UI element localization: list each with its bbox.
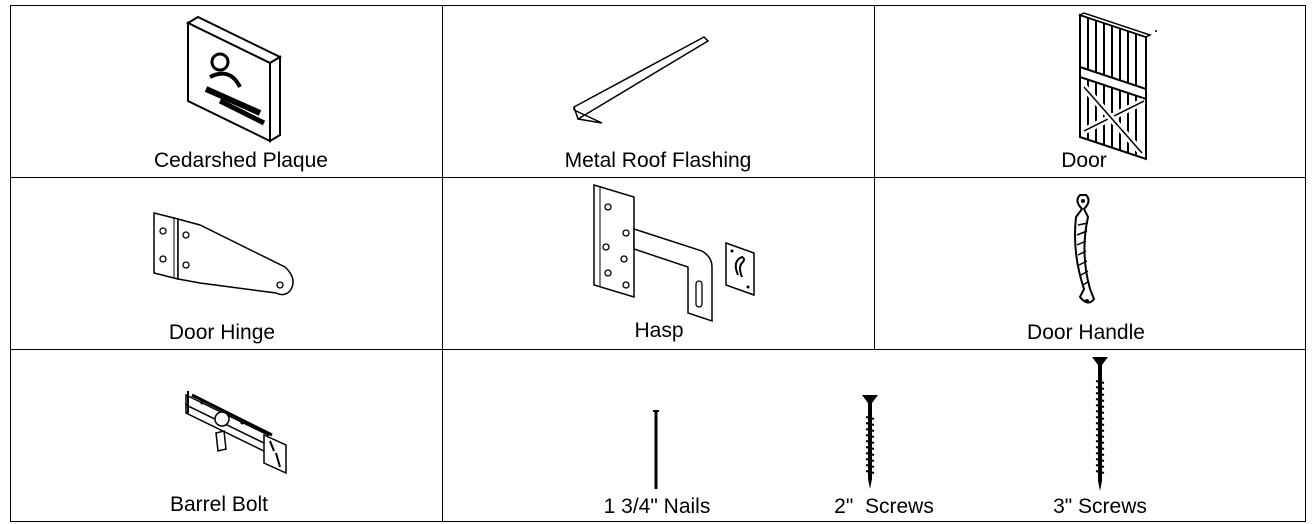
barrel-bolt-icon [185,391,287,475]
part-label: Door Handle [1027,321,1145,344]
door-handle-icon [1074,194,1096,304]
cell-hasp: Hasp [442,177,874,349]
screw-icon [862,395,878,489]
cell-flashing: Metal Roof Flashing [442,5,874,177]
roof-flashing-icon [573,36,710,124]
cell-plaque: Cedarshed Plaque [10,5,442,177]
cell-fasteners: 1 3/4" Nails 2" Screws 3" Screws [442,349,1306,521]
part-label: Door [1061,149,1107,172]
part-label: Door Hinge [168,321,276,344]
row-divider [11,349,1305,350]
hasp-icon [593,183,755,323]
screw-icon [1092,357,1108,491]
cell-bolt: Barrel Bolt [10,349,442,521]
column-divider [442,6,443,521]
part-label: 1 3/4" Nails [603,495,711,518]
part-label: 3" Screws [1053,495,1147,518]
cell-hinge: Door Hinge [10,177,442,349]
part-label: Hasp [634,319,684,342]
part-label: Barrel Bolt [169,493,269,516]
part-label: Metal Roof Flashing [564,149,752,172]
cell-door: Door [874,5,1306,177]
part-label: 2" Screws [834,495,934,518]
nail-icon [653,410,659,489]
cell-handle: Door Handle [874,177,1306,349]
part-label: Cedarshed Plaque [154,149,328,172]
plaque-icon [185,15,283,143]
hinge-icon [153,212,294,296]
column-divider [874,6,875,349]
parts-table [10,5,1306,522]
door-icon [1078,12,1157,161]
row-divider [11,177,1305,178]
